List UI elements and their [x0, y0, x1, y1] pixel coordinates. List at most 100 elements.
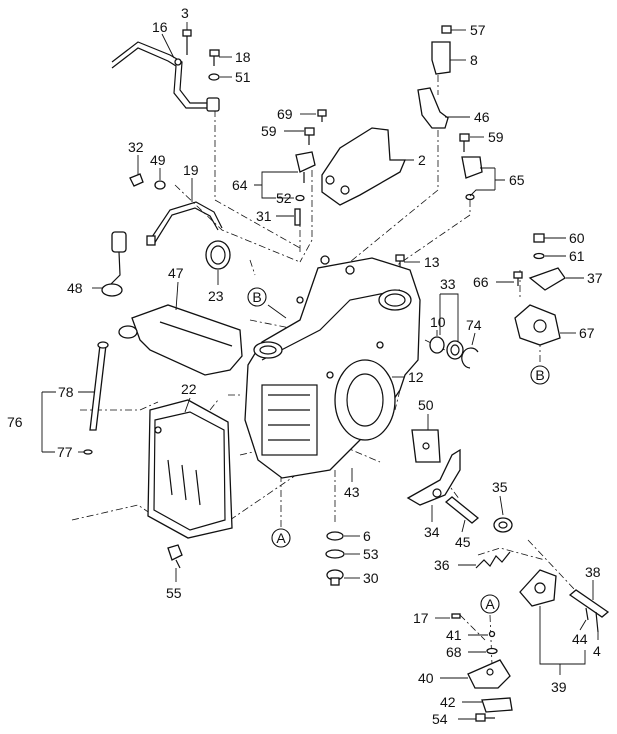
- part-69-bolt: [317, 109, 327, 122]
- part-60-nut: [533, 233, 545, 243]
- ref-a-bottom: A: [271, 528, 291, 548]
- part-54-bolt: [475, 713, 495, 722]
- part-33-bearing: [446, 340, 464, 360]
- callout-54: 54: [432, 711, 448, 727]
- callout-18: 18: [235, 49, 251, 65]
- part-59-bolt-right: [459, 133, 470, 152]
- part-65-speed-sensor: [461, 156, 483, 201]
- part-17-clip: [451, 613, 461, 619]
- ref-a-right: A: [480, 594, 500, 614]
- callout-12: 12: [408, 369, 424, 385]
- part-39-lever-assembly: [519, 569, 557, 607]
- callout-4: 4: [593, 643, 601, 659]
- callout-17: 17: [413, 610, 429, 626]
- callout-19: 19: [183, 162, 199, 178]
- leader-lines: [41, 22, 599, 720]
- part-78-dipstick-tube: [89, 341, 109, 431]
- transaxle-case: [244, 255, 421, 479]
- part-55-drain-bolt: [167, 544, 183, 569]
- callout-23: 23: [208, 288, 224, 304]
- callout-45: 45: [455, 534, 471, 550]
- callout-40: 40: [418, 670, 434, 686]
- part-46-bracket: [417, 87, 449, 129]
- part-4-pin: [595, 611, 599, 633]
- callout-46: 46: [474, 109, 490, 125]
- callout-49: 49: [150, 152, 166, 168]
- part-42-position-sensor: [481, 697, 513, 713]
- callout-31: 31: [256, 208, 272, 224]
- callout-35: 35: [492, 479, 508, 495]
- callout-37: 37: [587, 270, 603, 286]
- callout-64: 64: [232, 177, 248, 193]
- callout-59-left: 59: [261, 123, 277, 139]
- part-10-o-ring: [429, 336, 445, 354]
- callout-55: 55: [166, 585, 182, 601]
- part-53-gasket: [325, 549, 345, 559]
- callout-47: 47: [168, 265, 184, 281]
- part-41-ball: [488, 630, 496, 638]
- callout-8: 8: [470, 52, 478, 68]
- callout-66: 66: [473, 274, 489, 290]
- svg-text:A: A: [485, 596, 495, 612]
- svg-text:B: B: [535, 367, 544, 383]
- ref-b-left: B: [247, 287, 267, 307]
- callout-61: 61: [569, 248, 585, 264]
- callout-39: 39: [551, 679, 567, 695]
- part-6-gasket: [326, 531, 344, 541]
- callout-74: 74: [466, 317, 482, 333]
- callout-32: 32: [128, 139, 144, 155]
- part-38-shaft: [568, 589, 610, 618]
- callout-77: 77: [57, 444, 73, 460]
- callout-42: 42: [440, 694, 456, 710]
- part-2-bracket: [321, 127, 406, 206]
- part-61-washer: [533, 252, 545, 260]
- callout-22: 22: [181, 381, 197, 397]
- callout-30: 30: [363, 570, 379, 586]
- part-64-speed-sensor: [295, 151, 316, 183]
- part-57-bolt: [441, 25, 452, 34]
- callout-53: 53: [363, 546, 379, 562]
- part-44-pin: [585, 607, 589, 621]
- part-68-spring: [486, 647, 498, 655]
- callout-44: 44: [572, 631, 588, 647]
- part-52-o-ring: [295, 194, 305, 202]
- part-30-drain-plug: [326, 569, 344, 586]
- callout-33: 33: [440, 276, 456, 292]
- part-37-manual-lever: [528, 267, 566, 291]
- part-36-detent-spring: [475, 551, 511, 569]
- part-23-oil-seal: [205, 240, 231, 270]
- callout-34: 34: [424, 524, 440, 540]
- callout-76: 76: [7, 414, 23, 430]
- callout-57: 57: [470, 22, 486, 38]
- callout-16: 16: [152, 19, 168, 35]
- part-16-oil-pipe: [111, 41, 220, 112]
- callout-41: 41: [446, 627, 462, 643]
- callout-50: 50: [418, 397, 434, 413]
- callout-78: 78: [58, 384, 74, 400]
- callout-10: 10: [430, 314, 446, 330]
- part-31-dowel-pin: [294, 208, 301, 226]
- callout-67: 67: [579, 325, 595, 341]
- callout-labels: 16 3 18 51 57 8 46 69 59 59 2 64 52 31 6…: [7, 5, 603, 727]
- svg-text:A: A: [276, 530, 286, 546]
- callout-48: 48: [67, 280, 83, 296]
- part-47-oil-filter: [118, 304, 243, 376]
- callout-51: 51: [235, 69, 251, 85]
- svg-text:B: B: [252, 289, 261, 305]
- part-77-o-ring: [83, 449, 93, 455]
- callout-38: 38: [585, 564, 601, 580]
- part-40-detent-lever: [467, 659, 511, 689]
- part-49-grommet: [154, 180, 166, 190]
- callout-65: 65: [509, 172, 525, 188]
- part-34-shift-fork: [406, 448, 461, 506]
- callout-68: 68: [446, 644, 462, 660]
- part-51-washer: [208, 73, 220, 81]
- part-48-dipstick: [101, 231, 127, 297]
- callout-6: 6: [363, 528, 371, 544]
- part-8-bracket: [431, 41, 451, 75]
- ref-b-right: B: [530, 365, 550, 385]
- part-19-breather-hose: [146, 201, 223, 246]
- part-66-bolt: [513, 271, 523, 286]
- callout-69: 69: [277, 106, 293, 122]
